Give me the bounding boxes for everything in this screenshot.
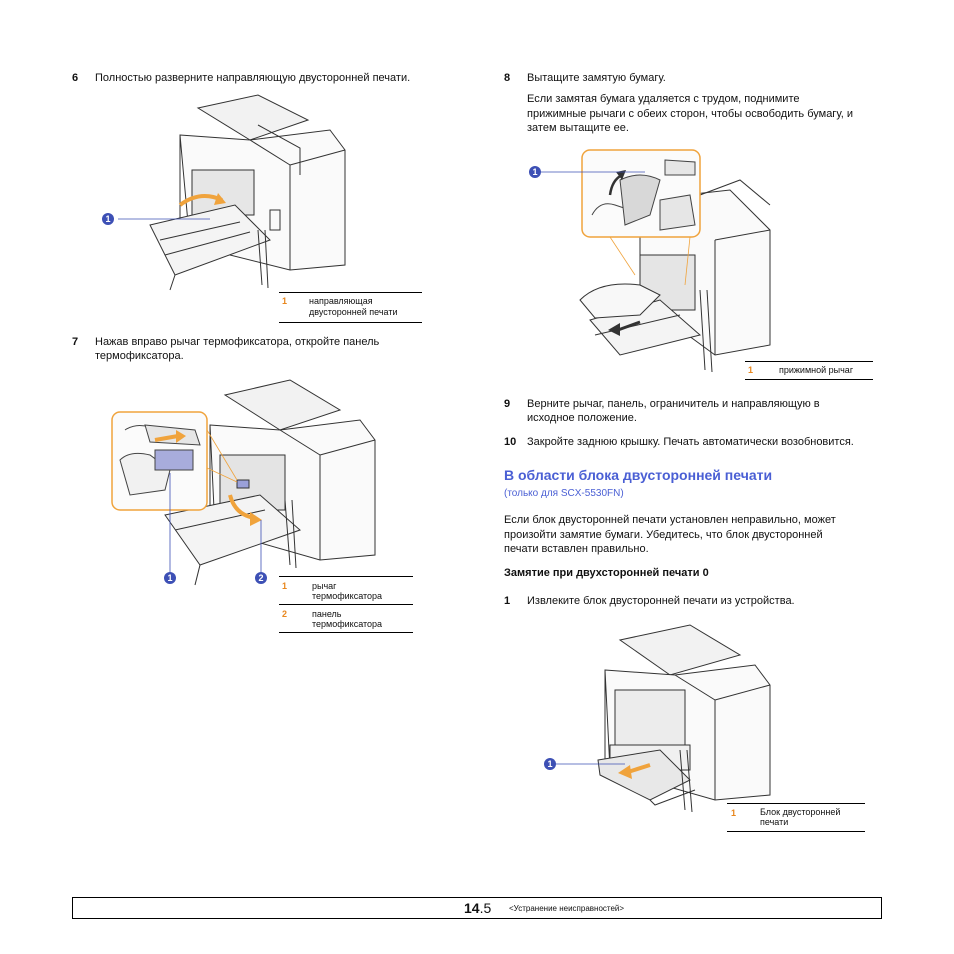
subheading: Замятие при двухсторонней печати 0 [504, 567, 709, 579]
note-line: Если замятая бумага удаляется с трудом, … [527, 93, 800, 105]
step-number: 7 [72, 336, 79, 348]
caption-text: панель [312, 609, 342, 619]
caption-number: 1 [282, 581, 288, 591]
caption-text: термофиксатора [312, 619, 383, 629]
intro-line: печати вставлен правильно. [504, 543, 649, 555]
step-text: Закройте заднюю крышку. Печать автоматич… [527, 436, 854, 448]
step-number: 10 [504, 436, 517, 448]
caption-text: Блок двусторонней [760, 807, 841, 817]
step-text: термофиксатора. [95, 350, 184, 362]
note-line: затем вытащите ее. [527, 122, 629, 134]
step-text: Нажав вправо рычаг термофиксатора, откро… [95, 336, 380, 348]
section-title: В области блока двусторонней печати [504, 467, 773, 483]
caption-text: рычаг [312, 581, 337, 591]
caption-table-fig6: 1 направляющая двусторонней печати [279, 292, 422, 323]
footer-section: <Устранение неисправностей> [509, 904, 625, 913]
page-footer: 14.5 <Устранение неисправностей> [72, 897, 882, 919]
step-number: 8 [504, 72, 511, 84]
caption-number: 1 [282, 296, 288, 306]
caption-table-fig7: 1 рычаг термофиксатора 2 панель термофик… [279, 576, 413, 633]
callout-1: 1 [529, 166, 541, 178]
caption-table-fig8: 1 прижимной рычаг [745, 361, 873, 380]
step-text: Верните рычаг, панель, ограничитель и на… [527, 398, 820, 410]
step-text: Вытащите замятую бумагу. [527, 72, 666, 84]
caption-number: 2 [282, 609, 288, 619]
page-number-minor: .5 [479, 900, 492, 916]
caption-text: термофиксатора [312, 591, 383, 601]
caption-row: 2 панель термофиксатора [279, 604, 413, 633]
caption-text: печати [760, 817, 789, 827]
step-text: Полностью разверните направляющую двусто… [95, 72, 411, 84]
caption-number: 1 [731, 808, 737, 818]
step-number: 9 [504, 398, 511, 410]
caption-row: 1 Блок двусторонней печати [727, 803, 865, 832]
caption-row: 1 направляющая двусторонней печати [279, 292, 422, 323]
caption-table-duplex: 1 Блок двусторонней печати [727, 803, 865, 832]
caption-text: направляющая [309, 296, 373, 306]
step-number: 6 [72, 72, 79, 84]
callout-1: 1 [164, 572, 176, 584]
section-subtitle: (только для SCX-5530FN) [504, 488, 624, 499]
callout-1: 1 [102, 213, 114, 225]
caption-row: 1 прижимной рычаг [745, 361, 873, 380]
callout-2: 2 [255, 572, 267, 584]
caption-text: двусторонней печати [309, 307, 398, 317]
step-text: исходное положение. [527, 412, 637, 424]
callout-1: 1 [544, 758, 556, 770]
intro-line: Если блок двусторонней печати установлен… [504, 514, 836, 526]
caption-row: 1 рычаг термофиксатора [279, 576, 413, 604]
page-number-major: 14 [464, 900, 480, 916]
step-text: Извлеките блок двусторонней печати из ус… [527, 595, 795, 607]
step-number: 1 [504, 595, 511, 607]
step-8-note: Если замятая бумага удаляется с трудом, … [527, 92, 853, 136]
caption-text: прижимной рычаг [779, 365, 854, 375]
note-line: прижимные рычаги с обеих сторон, чтобы о… [527, 107, 853, 120]
page-number: 14.5 [464, 900, 491, 916]
intro-line: произойти замятие бумаги. Убедитесь, что… [504, 528, 823, 541]
caption-number: 1 [748, 365, 754, 375]
section-intro: Если блок двусторонней печати установлен… [504, 513, 836, 557]
